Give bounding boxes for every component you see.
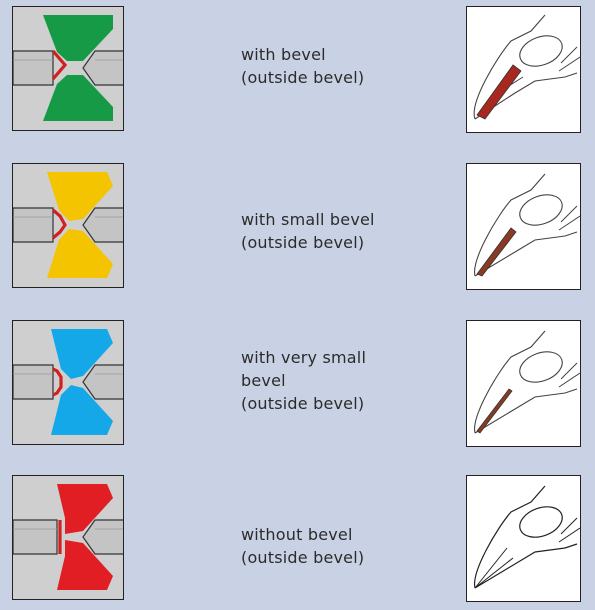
bevel-description: without bevel (outside bevel) bbox=[241, 523, 364, 569]
blade-cross-section-diagram bbox=[12, 6, 124, 131]
plier-tip-drawing bbox=[466, 163, 581, 290]
blade-cross-section-diagram bbox=[12, 320, 124, 445]
bevel-row-4: without bevel (outside bevel) bbox=[0, 475, 595, 610]
bevel-row-3: with very small bevel (outside bevel) bbox=[0, 320, 595, 455]
bevel-description: with small bevel (outside bevel) bbox=[241, 208, 375, 254]
plier-tip-drawing bbox=[466, 475, 581, 602]
bevel-row-1: with bevel (outside bevel) bbox=[0, 6, 595, 141]
blade-cross-section-diagram bbox=[12, 475, 124, 600]
bevel-row-2: with small bevel (outside bevel) bbox=[0, 163, 595, 298]
bevel-description: with bevel (outside bevel) bbox=[241, 43, 364, 89]
blade-cross-section-diagram bbox=[12, 163, 124, 288]
plier-tip-drawing bbox=[466, 6, 581, 133]
plier-tip-drawing bbox=[466, 320, 581, 447]
bevel-description: with very small bevel (outside bevel) bbox=[241, 346, 366, 415]
